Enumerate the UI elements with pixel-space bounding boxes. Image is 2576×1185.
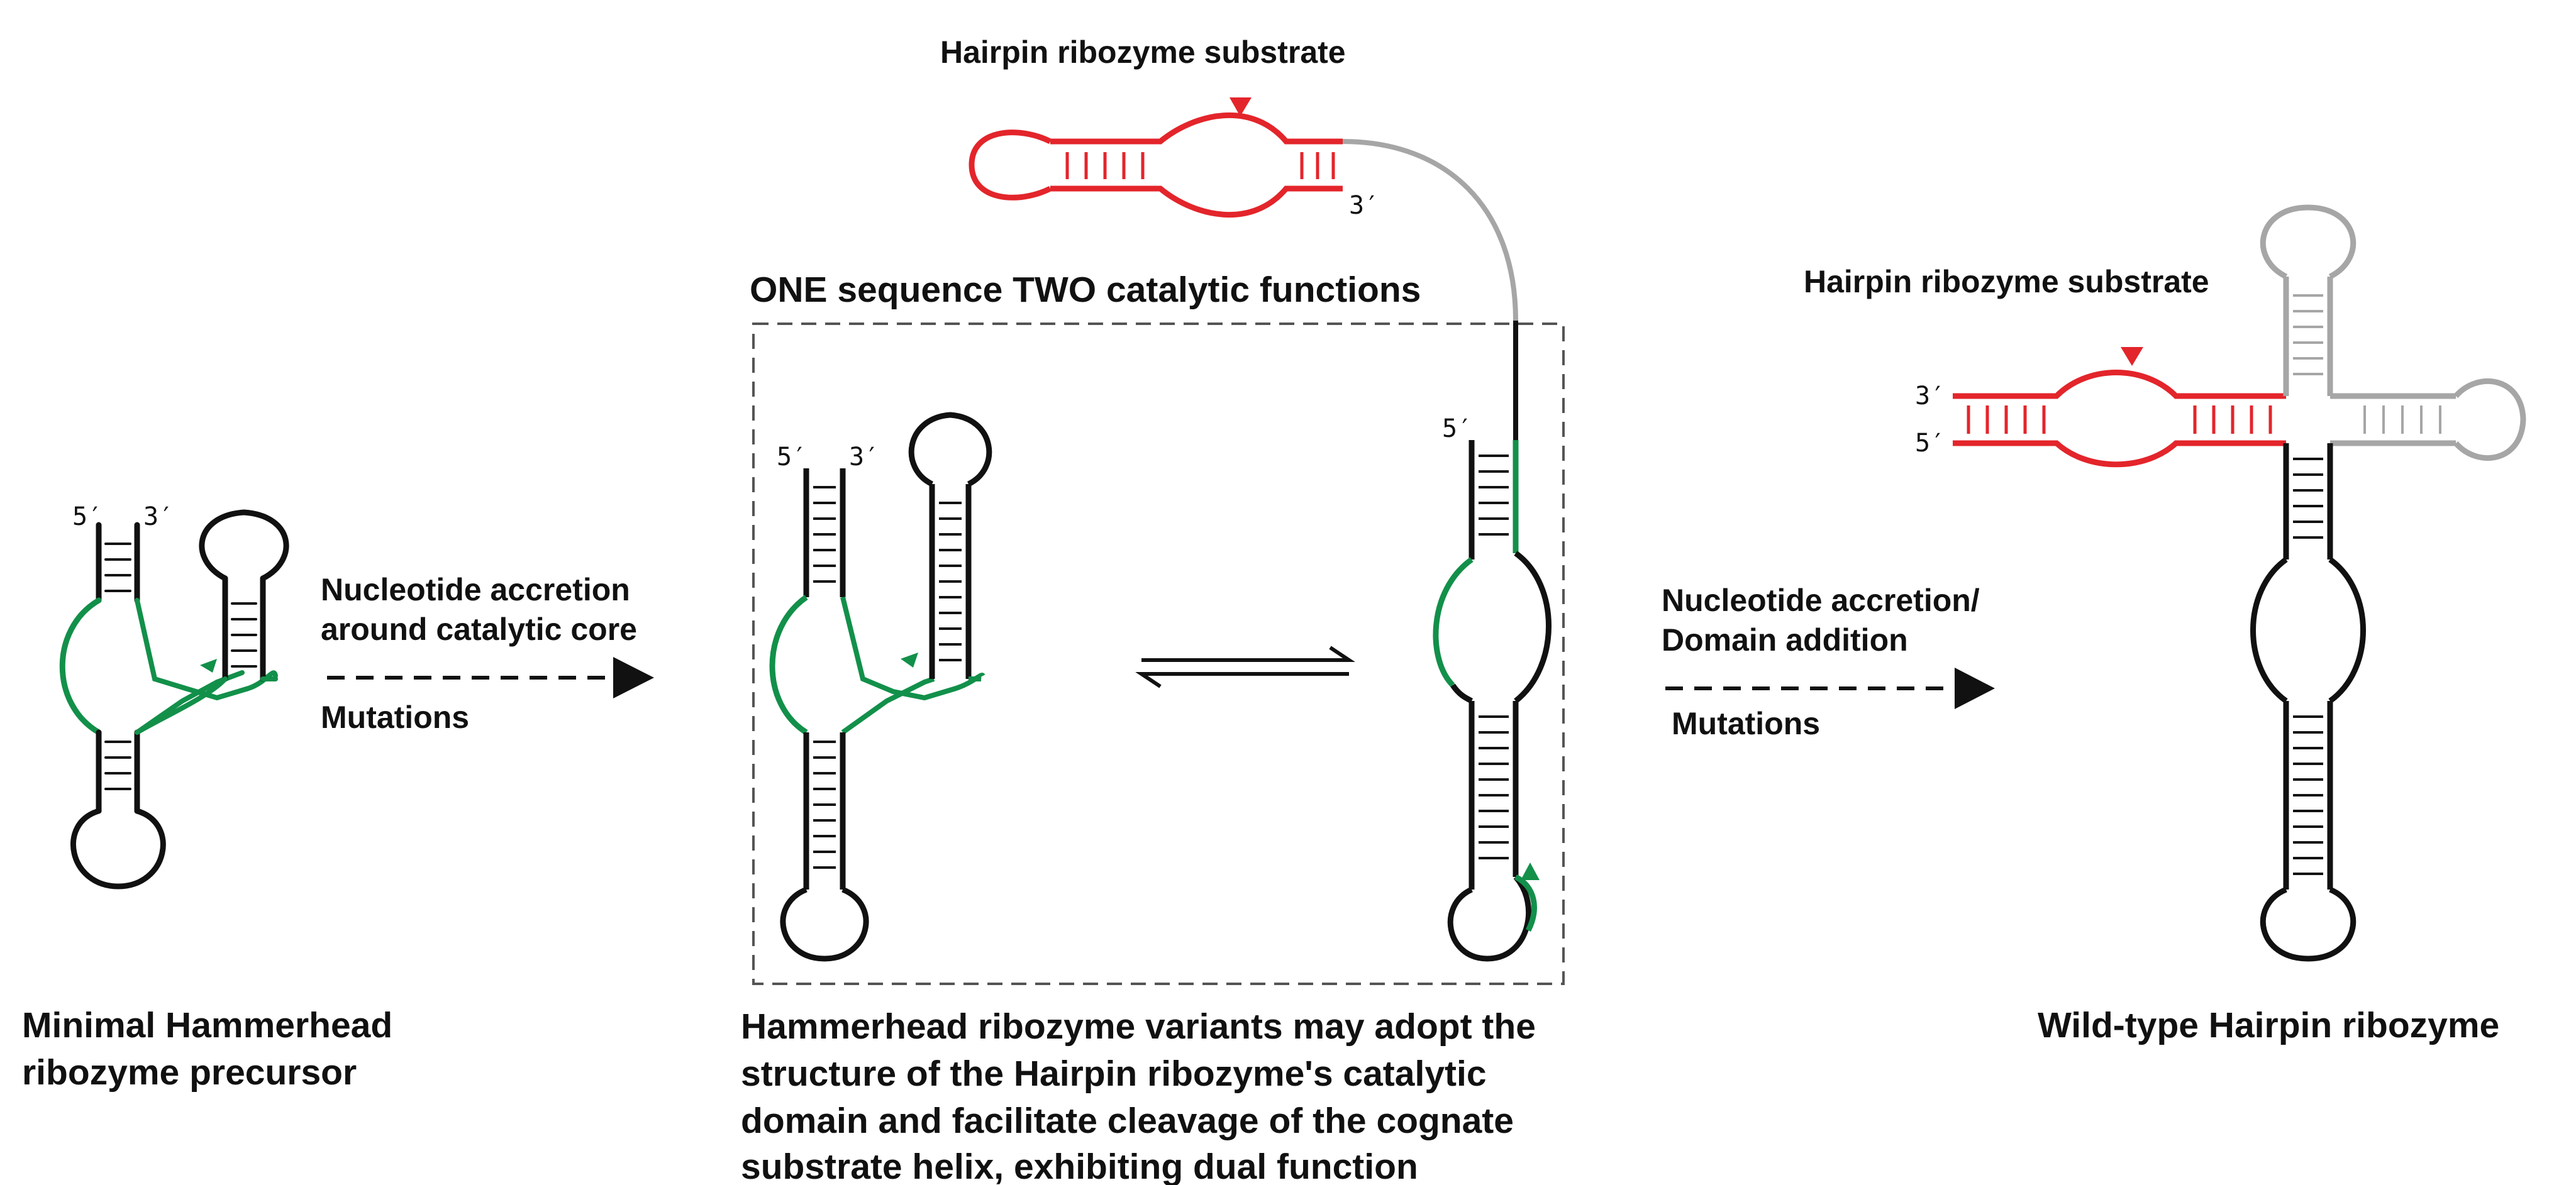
hammerhead-precursor [59, 509, 289, 890]
fold-loop-a-right [1514, 551, 1552, 703]
substrate-top-cleavage-marker [1230, 97, 1252, 116]
hh-variant-top-loop [908, 412, 992, 487]
wt-black-bottom-loop [2260, 886, 2357, 962]
fold-stem-a-pairs [1479, 455, 1509, 536]
hh-variant-5prime-label: 5′ [777, 443, 807, 471]
fold-5prime-label: 5′ [1442, 414, 1472, 443]
substrate-top-pairs-left [1065, 152, 1145, 179]
fold-loop-a-left [1433, 557, 1474, 688]
wt-substrate-pairs-left [1967, 405, 2046, 434]
hh-precursor-cleavage-marker [200, 659, 217, 673]
substrate-top-pairs-right [1300, 152, 1335, 179]
hh-precursor-3prime-label: 3′ [143, 502, 174, 531]
substrate-top-loop [969, 130, 1052, 201]
wt-substrate-cleavage-marker [2121, 347, 2143, 366]
arrow-1-label-line2: around catalytic core [321, 612, 637, 647]
wt-grey-top-pairs [2293, 294, 2323, 375]
fold-stem-b-pairs [1479, 715, 1509, 859]
hh-variant-3prime-label: 3′ [849, 443, 879, 471]
wt-grey-top-loop [2260, 204, 2357, 280]
wild-type-caption: Wild-type Hairpin ribozyme [2038, 1005, 2499, 1045]
arrow-1-label-line1: Nucleotide accretion [321, 572, 630, 607]
hh-precursor-bottom-stem-pairs [104, 741, 131, 790]
substrate-top-3prime-label: 3′ [1349, 191, 1379, 220]
wild-type-hairpin [1953, 204, 2526, 962]
hairpin-substrate-top [969, 97, 1518, 321]
hh-precursor-top-stem-pairs [104, 543, 131, 592]
fold-bottom-loop-green [1514, 874, 1538, 932]
dual-box-title: ONE sequence TWO catalytic functions [750, 270, 1421, 310]
wt-black-internal-loop-left [2250, 557, 2288, 703]
middle-caption-line2: structure of the Hairpin ribozyme's cata… [741, 1054, 1487, 1094]
wt-black-internal-loop-right [2328, 557, 2366, 703]
middle-caption-line3: domain and facilitate cleavage of the co… [741, 1101, 1514, 1141]
hh-variant-cleavage-marker [901, 653, 918, 668]
arrow-2-label-line1: Nucleotide accretion/ [1662, 583, 1980, 618]
equilibrium-reverse [1135, 672, 1349, 688]
arrow-2-label-line2: Domain addition [1662, 622, 1908, 658]
hh-precursor-core-bulge [59, 597, 102, 736]
arrow-1-head [613, 657, 654, 698]
substrate-top-lower-strand [1050, 185, 1343, 218]
hh-precursor-stem2-pairs [231, 602, 257, 668]
equilibrium-forward [1141, 646, 1355, 662]
wt-substrate-upper-strand [1953, 370, 2286, 399]
hairpin-substrate-top-label: Hairpin ribozyme substrate [940, 35, 1346, 70]
hh-variant-core-strand [840, 597, 985, 701]
middle-caption-line1: Hammerhead ribozyme variants may adopt t… [741, 1006, 1536, 1047]
hh-precursor-caption-line2: ribozyme precursor [22, 1052, 357, 1093]
hh-precursor-core-link [135, 676, 228, 735]
hh-precursor-core-strand [135, 598, 278, 701]
wt-substrate-lower-strand [1953, 440, 2286, 468]
wt-3prime-label: 3′ [1915, 382, 1945, 411]
wt-grey-right-pairs [2363, 405, 2441, 434]
hh-precursor-caption-line1: Minimal Hammerhead [22, 1005, 392, 1045]
hh-precursor-bottom-loop [70, 808, 166, 890]
hh-variant-stem2-pairs [939, 502, 962, 661]
fold-loop-a-left-black [1450, 683, 1474, 704]
hh-variant-stem3-pairs [813, 741, 836, 869]
wt-substrate-pairs-right [2193, 405, 2272, 434]
arrow-1 [327, 657, 654, 698]
hammerhead-variant [769, 412, 992, 962]
wt-black-stem-b-pairs [2293, 715, 2323, 875]
arrow-2 [1665, 668, 1995, 709]
arrow-1-label-below: Mutations [321, 700, 469, 735]
arrow-2-label-below: Mutations [1672, 706, 1820, 741]
hh-precursor-top-loop [199, 509, 289, 581]
hairpin-catalytic-domain-fold [1433, 321, 1552, 962]
hh-variant-bottom-loop [780, 886, 869, 962]
hh-precursor-core-cross [135, 670, 245, 735]
dual-function-frame [752, 322, 1565, 985]
substrate-linker [1342, 139, 1518, 321]
arrow-2-head [1955, 668, 1995, 709]
fold-bottom-loop [1447, 875, 1532, 962]
substrate-top-upper-strand [1050, 112, 1343, 145]
middle-caption-line4: substrate helix, exhibiting dual functio… [741, 1147, 1418, 1185]
equilibrium-arrows [1135, 646, 1355, 688]
hh-precursor-5prime-label: 5′ [72, 502, 103, 531]
wt-5prime-label: 5′ [1915, 429, 1945, 458]
wt-grey-right-loop [2453, 378, 2526, 461]
fold-cleavage-marker [1521, 863, 1540, 880]
hh-variant-core-cross [841, 676, 935, 735]
wt-black-stem-a-pairs [2293, 458, 2323, 539]
hairpin-substrate-right-label: Hairpin ribozyme substrate [1804, 264, 2209, 299]
hh-variant-stem1-pairs [813, 486, 836, 583]
hh-variant-core-bulge [769, 595, 808, 735]
